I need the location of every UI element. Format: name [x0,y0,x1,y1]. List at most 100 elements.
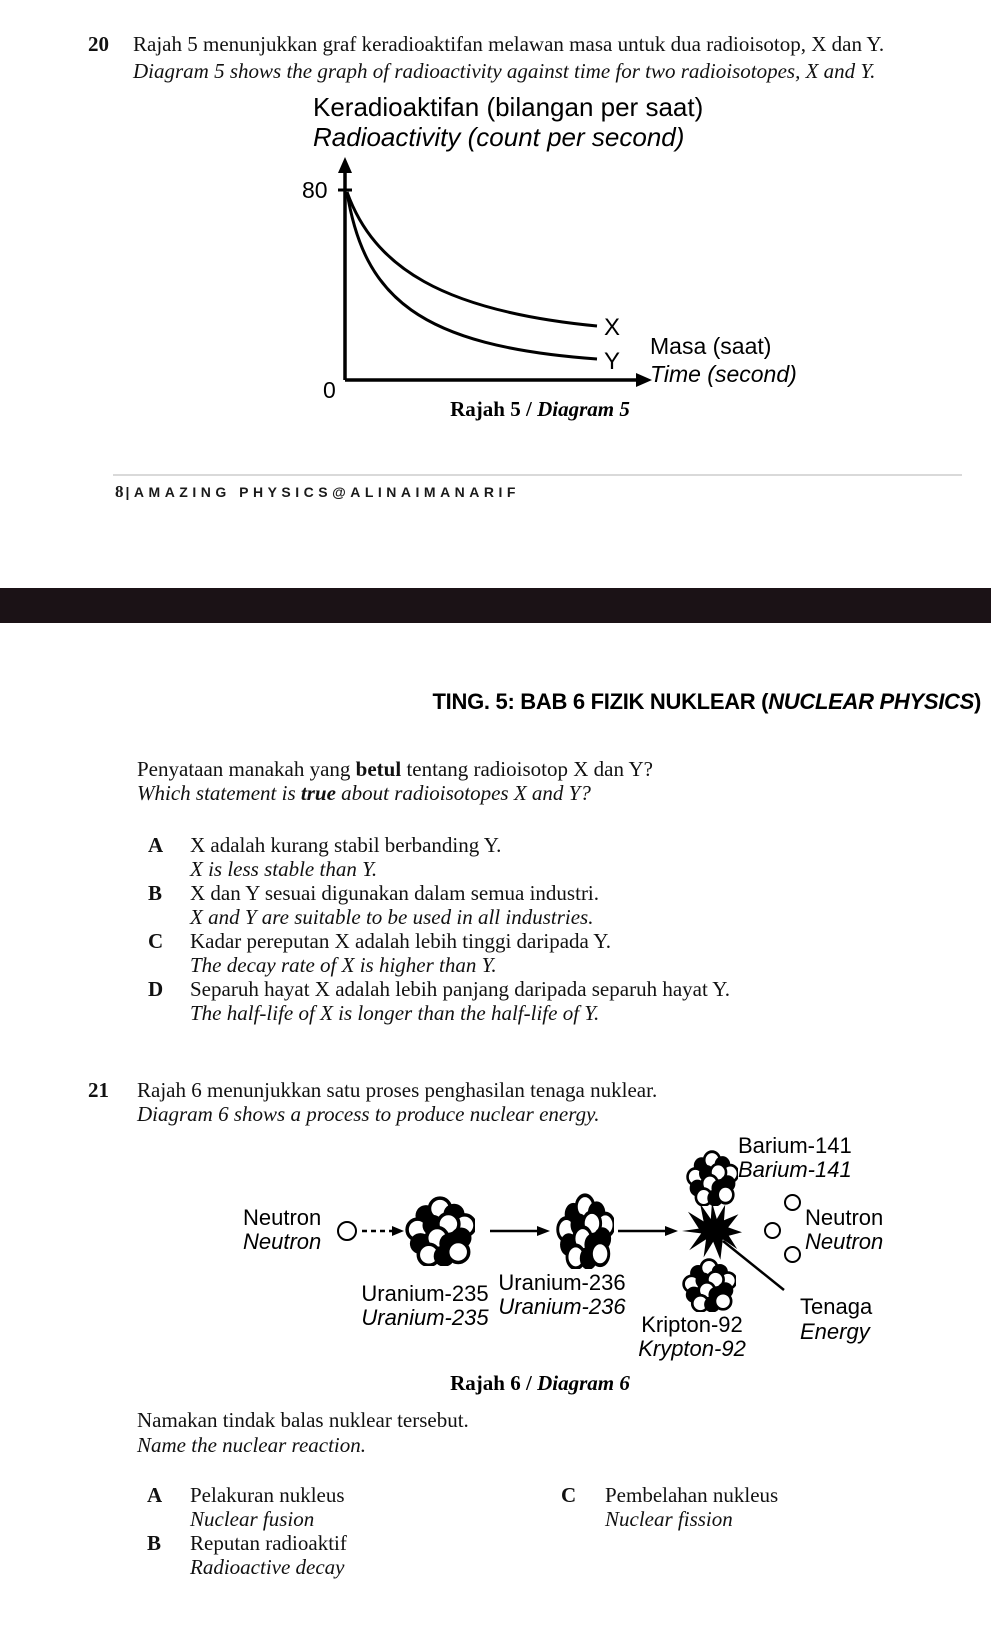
option-d-en: The half-life of X is longer than the ha… [190,1001,600,1025]
released-neutron-icon [764,1222,781,1239]
question-20-text-en: Diagram 5 shows the graph of radioactivi… [133,59,876,83]
graph-title-en: Radioactivity (count per second) [313,122,685,152]
prompt-en-post: about radioisotopes X and Y? [335,781,591,805]
question-20-options: A X adalah kurang stabil berbanding Y. X… [148,833,908,1025]
krypton-92-ms: Kripton-92 [641,1312,743,1337]
option-a: A Pelakuran nukleus Nuclear fusion [147,1483,527,1531]
option-c: C Pembelahan nukleus Nuclear fission [561,1483,921,1531]
chapter-header-post: ) [973,689,981,714]
diagram6-caption-en: Diagram 6 [537,1371,630,1395]
diagram5-caption-sep: / [520,397,538,421]
option-b-en: Radioactive decay [190,1555,345,1579]
neutron-left-en: Neutron [243,1229,322,1254]
arrow-icon [490,1226,550,1236]
radioactivity-decay-graph: 80 0 X Y [302,157,652,403]
option-a-letter: A [148,833,164,857]
question-21-text-en: Diagram 6 shows a process to produce nuc… [137,1102,600,1126]
uranium-236-label: Uranium-236 Uranium-236 [492,1271,632,1319]
option-b-ms: Reputan radioaktif [190,1531,347,1555]
prompt-en-pre: Which statement is [137,781,301,805]
neutron-right-ms: Neutron [805,1205,884,1230]
page-footer: 8|AMAZING PHYSICS@ALINAIMANARIF [115,482,520,502]
released-neutron-icon [784,1194,801,1211]
question-21-text-ms: Rajah 6 menunjukkan satu proses penghasi… [137,1078,658,1102]
question-20-prompt-en: Which statement is true about radioisoto… [137,781,857,805]
question-21-number: 21 [88,1078,109,1102]
uranium-235-label: Uranium-235 Uranium-235 [355,1282,495,1330]
page-break-bar [0,588,991,623]
neutron-left-label: Neutron Neutron [243,1206,321,1254]
question-21-options-right: C Pembelahan nukleus Nuclear fission [561,1483,921,1531]
chapter-header: TING. 5: BAB 6 FIZIK NUKLEAR (NUCLEAR PH… [432,689,982,715]
x-axis-arrow [636,373,652,387]
y-axis-arrow [338,157,352,173]
option-c-en: The decay rate of X is higher than Y. [190,953,497,977]
option-a: A X adalah kurang stabil berbanding Y. X… [148,833,908,881]
option-c: C Kadar pereputan X adalah lebih tinggi … [148,929,908,977]
origin-label: 0 [323,377,336,403]
question-20-number: 20 [88,32,109,56]
neutron-left-ms: Neutron [243,1205,322,1230]
uranium-236-en: Uranium-236 [498,1294,626,1319]
neutron-right-label: Neutron Neutron [805,1206,883,1254]
barium-141-nucleus [686,1150,738,1206]
option-c-letter: C [561,1483,577,1507]
question-21-prompt: Namakan tindak balas nuklear tersebut. N… [137,1408,469,1458]
chapter-header-italic: NUCLEAR PHYSICS [768,689,974,714]
uranium-236-nucleus [556,1193,614,1269]
footer-brand: AMAZING PHYSICS@ALINAIMANARIF [133,484,520,500]
option-a-en: Nuclear fusion [190,1507,315,1531]
option-a-letter: A [147,1483,163,1507]
question-21-stem: 21 Rajah 6 menunjukkan satu proses pengh… [88,1078,927,1126]
prompt-ms-post: tentang radioisotop X dan Y? [401,757,653,781]
diagram5-caption: Rajah 5 / Diagram 5 [340,397,740,422]
diagram6-caption-sep: / [520,1371,538,1395]
x-axis-label-ms: Masa (saat) [650,333,772,359]
option-c-ms: Kadar pereputan X adalah lebih tinggi da… [190,929,612,953]
question-21-prompt-en: Name the nuclear reaction. [137,1433,367,1457]
uranium-235-nucleus [405,1196,475,1266]
diagram6-caption-ms: Rajah 6 [450,1371,521,1395]
graph-title: Keradioaktifan (bilangan per saat) Radio… [313,92,703,152]
option-c-letter: C [148,929,164,953]
question-21-prompt-ms: Namakan tindak balas nuklear tersebut. [137,1408,469,1432]
released-neutron-icon [784,1246,801,1263]
barium-141-ms: Barium-141 [738,1133,852,1158]
uranium-235-en: Uranium-235 [361,1305,489,1330]
footer-rule [113,474,962,476]
x-axis-label-en: Time (second) [650,361,797,387]
question-21-options-left: A Pelakuran nukleus Nuclear fusion B Rep… [147,1483,527,1579]
uranium-235-ms: Uranium-235 [361,1281,489,1306]
option-b-letter: B [147,1531,162,1555]
option-c-en: Nuclear fission [605,1507,733,1531]
prompt-en-bold: true [300,781,336,805]
option-b: B Reputan radioaktif Radioactive decay [147,1531,527,1579]
curve-y-label: Y [604,348,620,375]
chapter-header-pre: TING. 5: BAB 6 FIZIK NUKLEAR ( [432,689,769,714]
question-20-prompt: Penyataan manakah yang betul tentang rad… [137,757,857,805]
curve-y [345,191,598,361]
question-20-stem: 20 Rajah 5 menunjukkan graf keradioaktif… [88,31,923,85]
question-20-text-ms: Rajah 5 menunjukkan graf keradioaktifan … [133,32,885,56]
question-20-prompt-ms: Penyataan manakah yang betul tentang rad… [137,757,857,781]
curve-x [345,191,598,328]
prompt-ms-bold: betul [355,757,402,781]
energy-ms: Tenaga [800,1294,873,1319]
option-b-ms: X dan Y sesuai digunakan dalam semua ind… [190,881,600,905]
option-d-letter: D [148,977,164,1001]
footer-divider: | [125,484,134,500]
diagram5-caption-ms: Rajah 5 [450,397,521,421]
barium-141-en: Barium-141 [738,1157,852,1182]
x-axis-label: Masa (saat) Time (second) [650,332,797,388]
prompt-ms-pre: Penyataan manakah yang [137,757,356,781]
energy-label: Tenaga Energy [800,1294,872,1344]
krypton-92-label: Kripton-92 Krypton-92 [622,1313,762,1361]
option-a-ms: X adalah kurang stabil berbanding Y. [190,833,502,857]
dashed-arrow-icon [362,1226,404,1236]
option-d-ms: Separuh hayat X adalah lebih panjang dar… [190,977,730,1001]
neutron-right-en: Neutron [805,1229,884,1254]
diagram6-caption: Rajah 6 / Diagram 6 [340,1371,740,1396]
option-a-ms: Pelakuran nukleus [190,1483,345,1507]
barium-141-label: Barium-141 Barium-141 [738,1134,852,1182]
